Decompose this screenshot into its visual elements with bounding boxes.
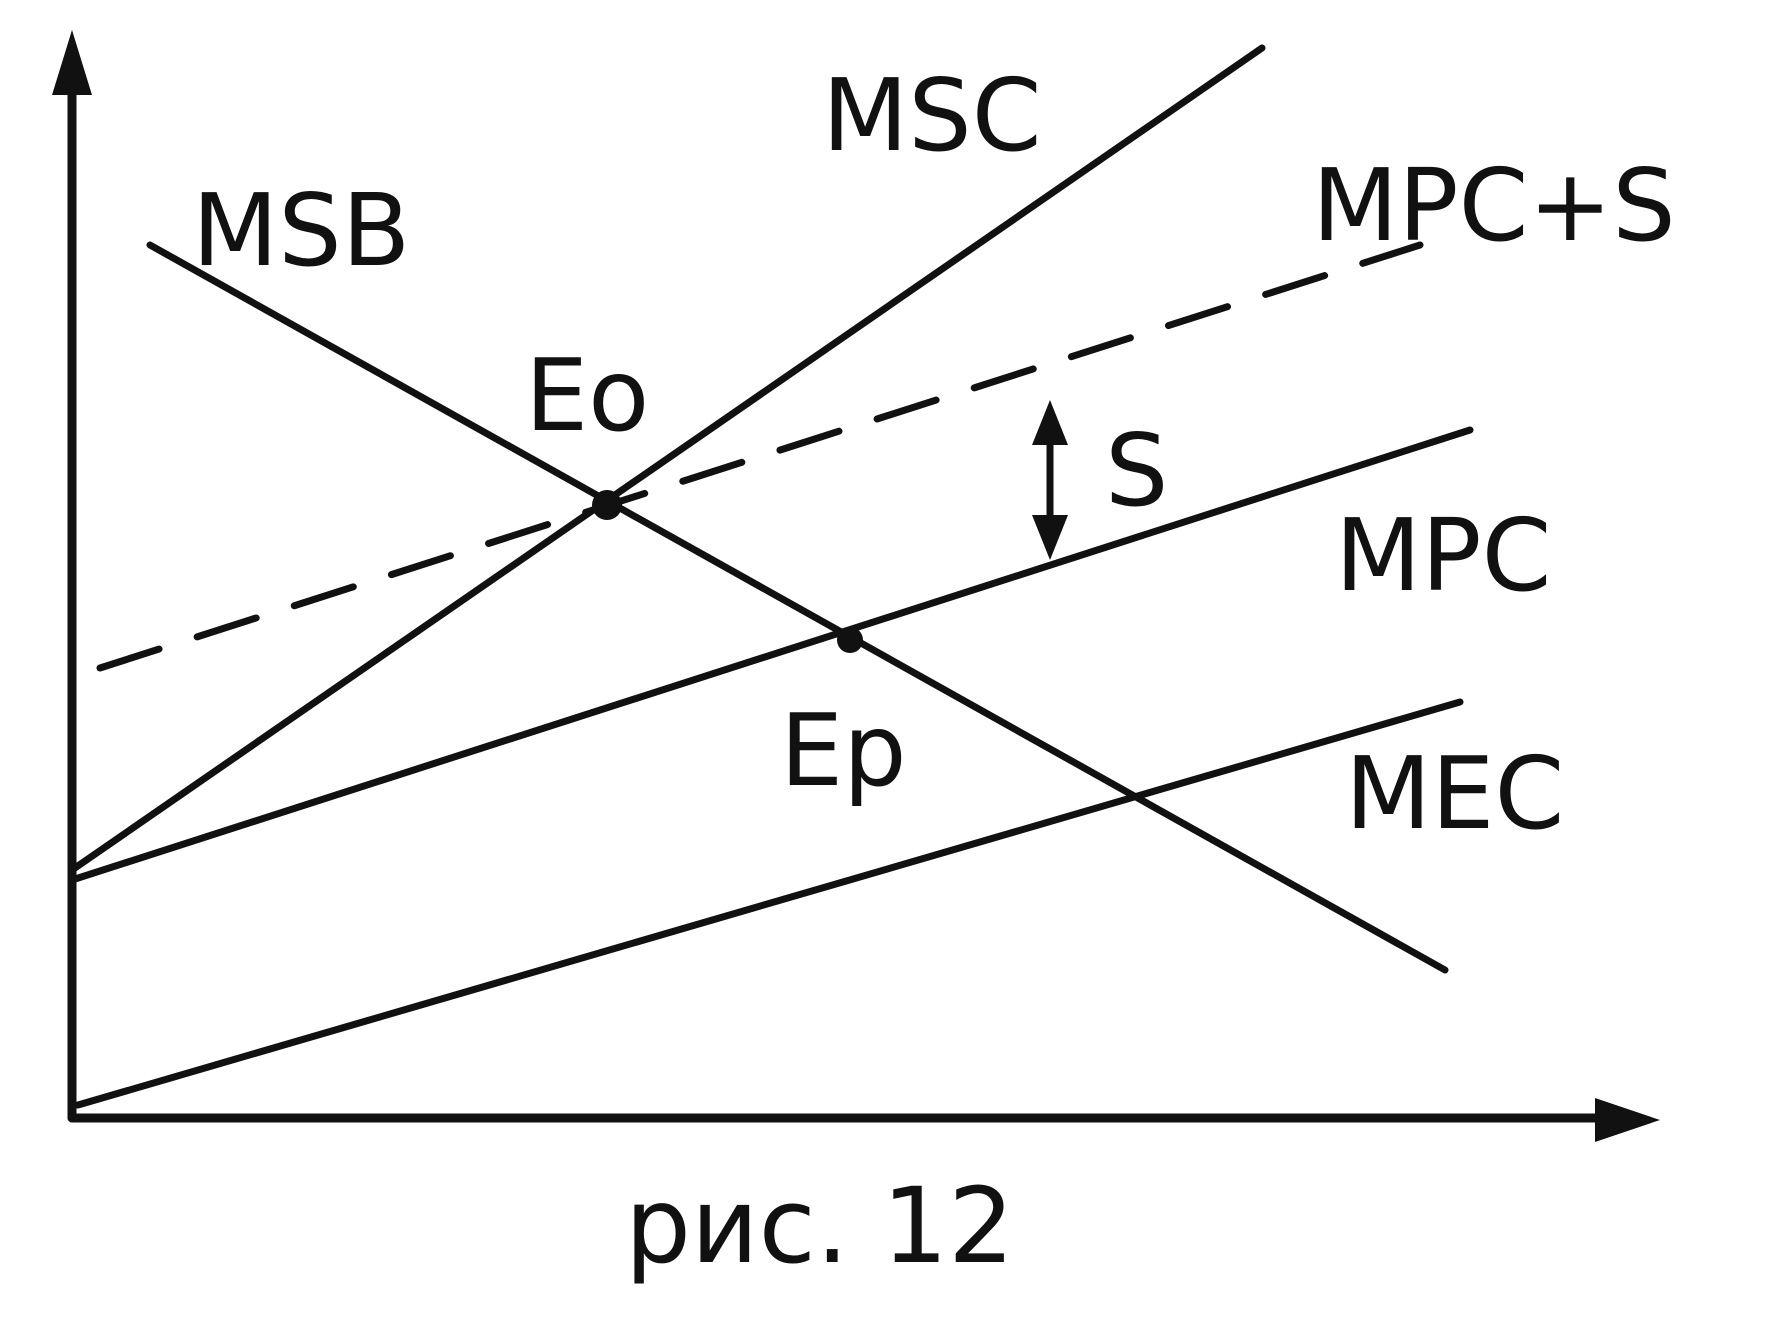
msc-label: MSC bbox=[822, 57, 1042, 174]
equilibrium-point-e-o bbox=[592, 490, 622, 520]
msb-label: MSB bbox=[192, 172, 410, 289]
figure-caption: рис. 12 bbox=[625, 1165, 1014, 1287]
mec-label: MEC bbox=[1345, 735, 1564, 852]
s-label: S bbox=[1105, 412, 1168, 529]
msc-line bbox=[68, 44, 1266, 874]
y-axis-arrowhead bbox=[52, 30, 92, 95]
subsidy-arrow-up-head bbox=[1032, 400, 1068, 445]
mpc-label: MPC bbox=[1335, 497, 1551, 614]
mpc-line bbox=[68, 426, 1474, 884]
x-axis-arrowhead bbox=[1595, 1098, 1660, 1142]
e-p-label: Ep bbox=[780, 692, 907, 809]
mpc-plus-s-line bbox=[96, 241, 1424, 672]
equilibrium-point-e-p bbox=[837, 627, 863, 653]
msb-line bbox=[146, 241, 1449, 974]
e-o-label: Eo bbox=[525, 337, 649, 454]
mec-line bbox=[74, 698, 1464, 1109]
mpc-plus-s-label: MPC+S bbox=[1312, 147, 1676, 264]
subsidy-arrow-down-head bbox=[1032, 515, 1068, 560]
